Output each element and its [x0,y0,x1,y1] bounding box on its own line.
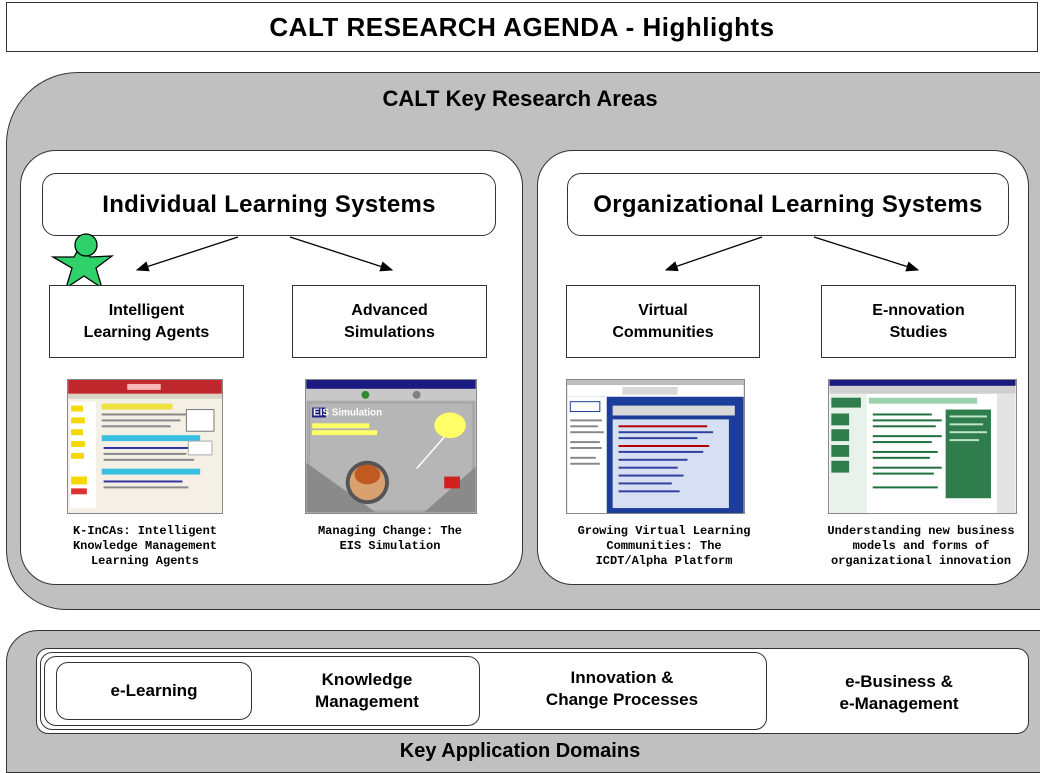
domain-ebusiness-label: e-Business & e-Management [776,664,1022,722]
page-title: CALT RESEARCH AGENDA - Highlights [6,2,1038,52]
caption-line2: EIS Simulation [339,539,441,553]
area-label-line2: Studies [889,323,948,341]
caption-ennovation: Understanding new business models and fo… [806,524,1036,569]
organizational-learning-title: Organizational Learning Systems [567,173,1009,236]
caption-line2: models and forms of [852,539,990,553]
research-areas-title: CALT Key Research Areas [382,86,658,111]
caption-line1: Managing Change: The [317,524,463,538]
caption-icdt-alpha: Growing Virtual Learning Communities: Th… [548,524,780,569]
caption-line2: Communities: The [606,539,722,553]
caption-line1: Understanding new business [827,524,1015,538]
caption-line3: Learning Agents [90,554,200,568]
caption-line1: Growing Virtual Learning [577,524,751,538]
domain-elearning-box [56,662,252,720]
domain-elearning-label: e-Learning [56,662,252,720]
area-label-line1: Virtual [638,301,688,319]
domain-label-line2: Change Processes [545,690,699,709]
caption-line3: ICDT/Alpha Platform [595,554,733,568]
caption-line1: K-InCAs: Intelligent [72,524,218,538]
area-label-line1: E-nnovation [872,301,965,319]
application-domains-title: Key Application Domains [399,740,641,762]
eis-simulation-thumbnail: EIS Simulation [305,379,477,514]
domain-label-line2: e-Management [839,694,959,713]
caption-line3: organizational innovation [830,554,1012,568]
area-label-line1: Advanced [351,301,428,319]
area-label-line2: Communities [612,323,714,341]
domain-label-line1: e-Learning [110,681,198,700]
eis-logo-text: EIS Simulation [313,407,382,418]
icdt-alpha-thumbnail [566,379,745,514]
individual-learning-title: Individual Learning Systems [42,173,496,236]
domain-label-line2: Management [315,692,419,711]
caption-line2: Knowledge Management [72,539,218,553]
area-label-line2: Simulations [344,323,435,341]
ennovation-thumbnail [828,379,1017,514]
caption-kincas: K-InCAs: Intelligent Knowledge Managemen… [40,524,250,569]
caption-eis: Managing Change: The EIS Simulation [290,524,490,554]
domain-label-line1: e-Business & [845,672,953,691]
domain-label-line1: Knowledge [321,670,413,689]
person-star-icon [50,233,115,290]
domain-label-line1: Innovation & [570,668,674,687]
kincas-screenshot-thumbnail [67,379,223,514]
domain-innovation-label: Innovation & Change Processes [486,660,758,718]
area-label-line2: Learning Agents [83,323,210,341]
area-label-line1: Intelligent [108,301,185,319]
